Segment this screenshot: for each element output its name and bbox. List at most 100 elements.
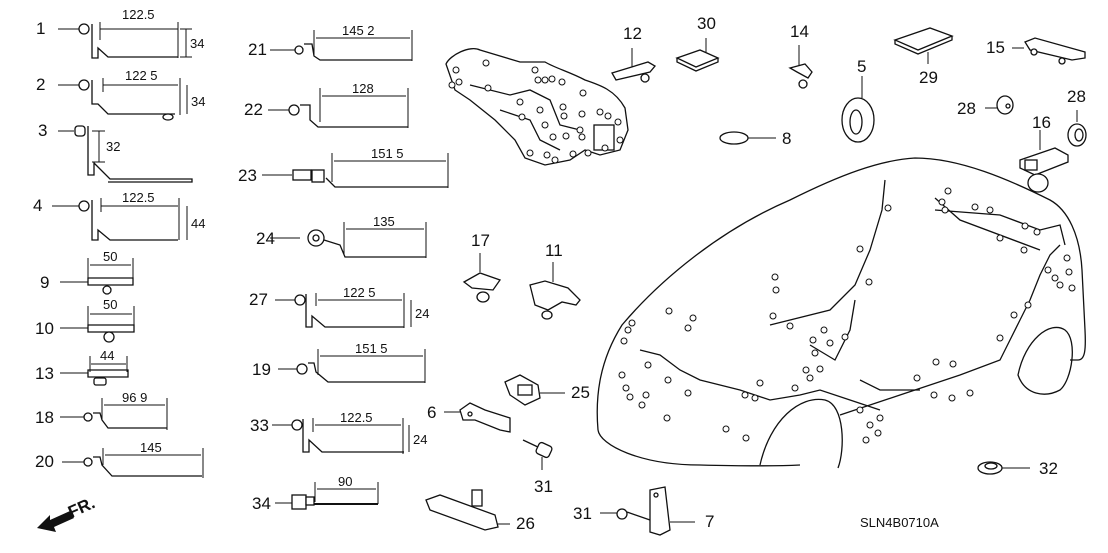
part-29 [893,27,954,64]
clip-3 [58,125,193,183]
callout-29: 29 [919,68,938,87]
clip-27 [275,293,412,328]
dim-2-height: 34 [191,94,206,109]
grommet-5 [841,76,875,143]
callout-33: 33 [250,416,269,435]
callout-6: 6 [427,403,437,422]
callout-2: 2 [36,75,46,94]
callout-11: 11 [545,241,563,260]
dim-3-height: 32 [106,139,121,154]
dim-19-length: 151 5 [355,341,388,356]
callout-27: 27 [249,290,268,309]
part-30 [675,38,720,72]
bracket-7 [649,486,695,536]
dim-33-length: 122.5 [340,410,373,425]
front-direction-arrow [37,511,74,532]
clip-13 [60,356,129,386]
dim-27-length: 122 5 [343,285,376,300]
dim-10-length: 50 [103,297,118,312]
callout-21: 21 [248,40,267,59]
part-17 [462,253,502,303]
bolt-31b [600,508,651,521]
clip-9 [60,258,134,295]
clip-4 [52,198,188,241]
clip-10 [60,306,135,343]
callout-7: 7 [705,512,715,531]
clip-1 [58,22,192,59]
part-14 [788,45,813,89]
callout-8: 8 [782,129,792,148]
vehicle-body-outline [596,157,1086,469]
part-12 [611,48,656,83]
grommet-28a [985,95,1014,115]
clip-22 [268,88,409,128]
dim-34-length: 90 [338,474,353,489]
dim-1-length: 122.5 [122,7,155,22]
callout-31b: 31 [573,504,592,523]
dim-9-length: 50 [103,249,118,264]
callout-16: 16 [1032,113,1051,132]
part-11 [529,262,581,320]
callout-31a: 31 [534,477,553,496]
dim-18-length: 96 9 [122,390,148,405]
clip-33 [272,418,410,454]
dim-33-height: 24 [413,432,428,447]
part-15 [1012,37,1086,65]
callout-14: 14 [790,22,809,41]
callout-30: 30 [697,14,716,33]
callout-12: 12 [623,24,642,43]
callout-34: 34 [252,494,271,513]
bracket-6 [444,402,511,433]
clip-19 [278,349,426,383]
callout-3: 3 [38,121,48,140]
clip-2 [58,78,188,121]
dim-23-length: 151 5 [371,146,404,161]
clip-23 [262,153,449,188]
callout-28a: 28 [957,99,976,118]
clip-21 [270,30,413,61]
dim-1-height: 34 [190,36,205,51]
callout-22: 22 [244,100,263,119]
dim-24-length: 135 [373,214,395,229]
callout-24: 24 [256,229,275,248]
dim-4-height: 44 [191,216,206,231]
instrument-panel-harness [445,48,629,166]
callout-18: 18 [35,408,54,427]
bracket-25 [504,374,565,406]
callout-26: 26 [516,514,535,533]
body-wire-harness [618,179,1076,444]
diagram-code: SLN4B0710A [860,515,939,530]
callout-1: 1 [36,19,46,38]
callout-9: 9 [40,273,50,292]
callout-15: 15 [986,38,1005,57]
callout-10: 10 [35,319,54,338]
callout-5: 5 [857,57,867,76]
seal-8 [719,131,776,145]
grommet-32 [977,461,1030,475]
callout-19: 19 [252,360,271,379]
clip-20 [62,448,204,478]
clip-18 [60,398,168,430]
dim-13-length: 44 [100,348,115,363]
callout-32: 32 [1039,459,1058,478]
callout-25: 25 [571,383,590,402]
callout-17: 17 [471,231,490,250]
bracket-26 [425,489,510,531]
clip-24 [270,222,427,258]
callout-13: 13 [35,364,54,383]
grommet-28b [1067,110,1087,147]
part-16 [1019,130,1069,193]
dim-22-length: 128 [352,81,374,96]
clip-34 [275,482,379,510]
dim-20-length: 145 [140,440,162,455]
callout-28b: 28 [1067,87,1086,106]
dim-4-length: 122.5 [122,190,155,205]
dim-2-length: 122 5 [125,68,158,83]
callout-20: 20 [35,452,54,471]
callout-4: 4 [33,196,43,215]
dim-27-height: 24 [415,306,430,321]
callout-23: 23 [238,166,257,185]
bolt-31a [522,439,553,470]
